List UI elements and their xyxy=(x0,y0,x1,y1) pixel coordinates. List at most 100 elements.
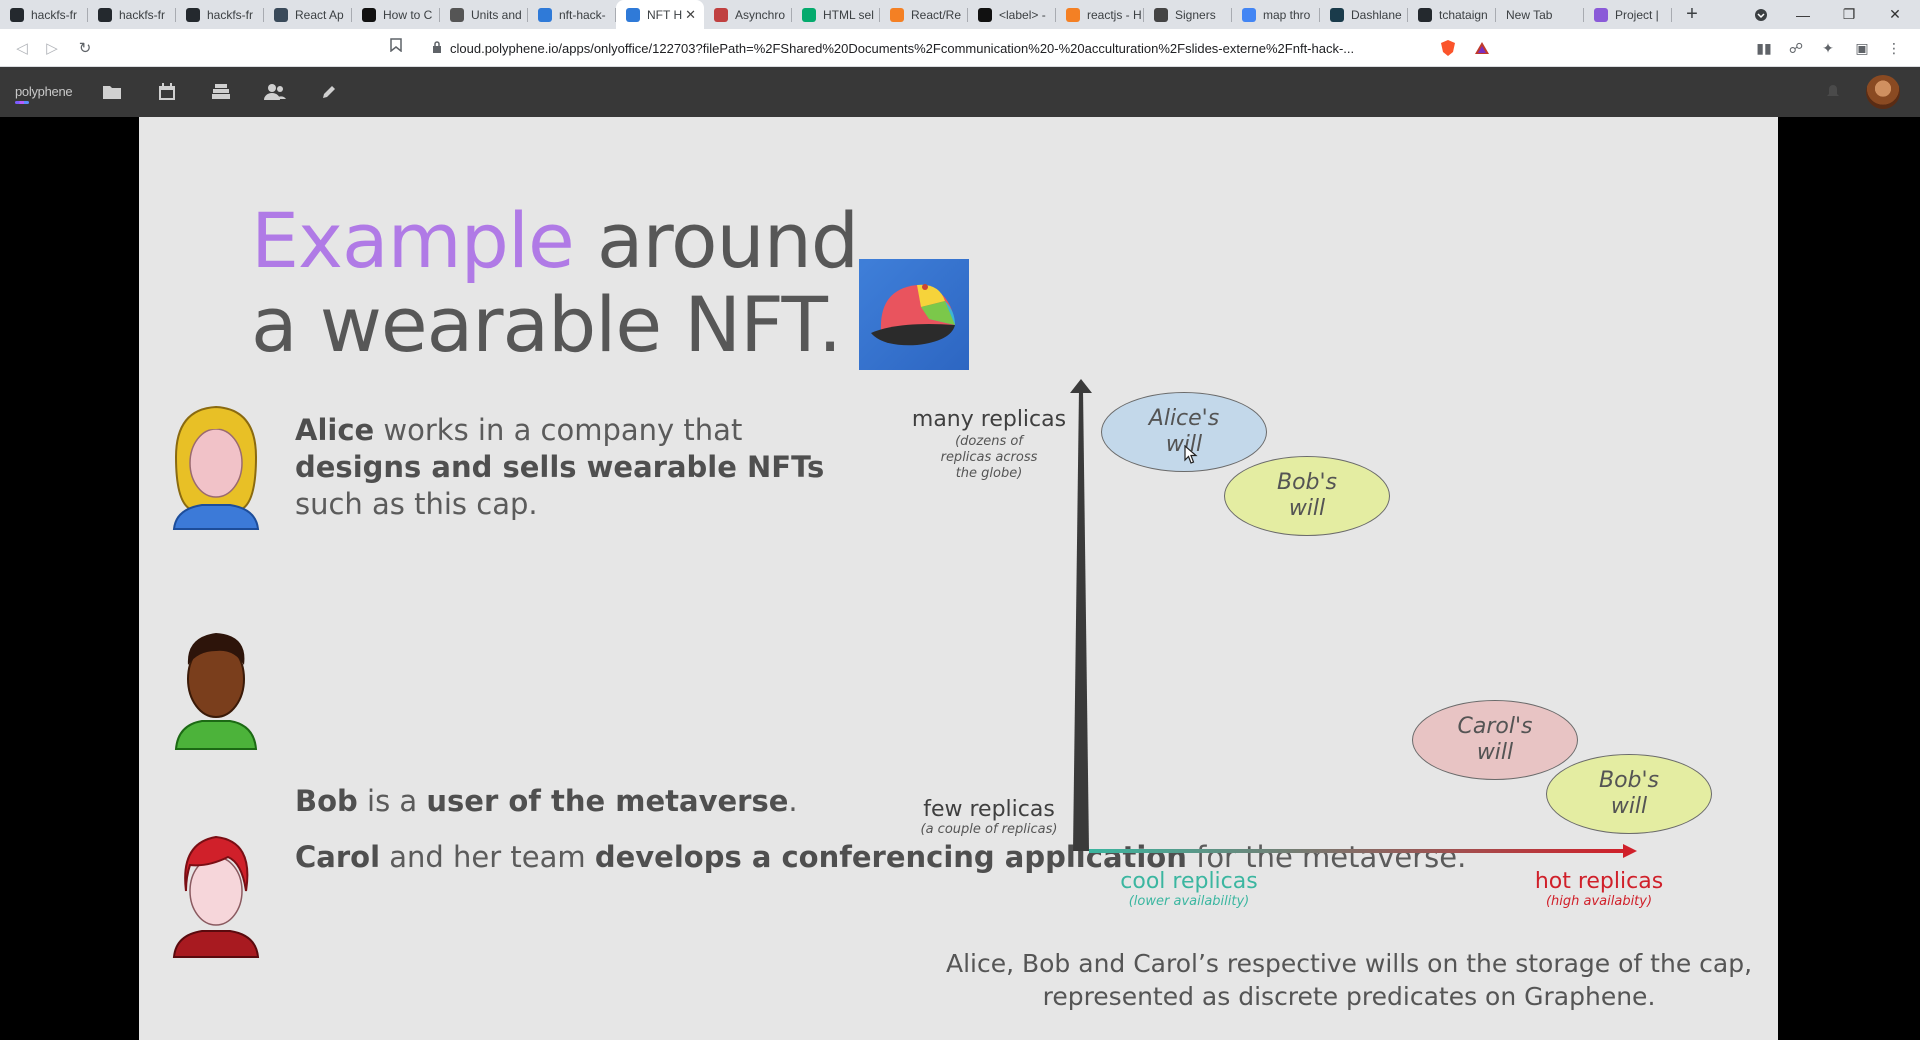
carol-avatar xyxy=(172,833,260,961)
dashlane-icon xyxy=(1330,7,1344,22)
x-left-label-text: cool replicas xyxy=(1120,869,1258,894)
bob-name: Bob xyxy=(295,784,358,818)
puzzle-icon[interactable]: ✦ xyxy=(1822,39,1834,56)
back-icon[interactable]: ◁ xyxy=(16,40,28,57)
w3schools-icon xyxy=(802,7,816,22)
browser-tab[interactable]: How to C xyxy=(352,0,440,29)
tab-search-icon[interactable] xyxy=(1738,0,1784,29)
close-tab-icon[interactable]: ✕ xyxy=(685,6,696,22)
tab-title: reactjs - H xyxy=(1087,7,1142,22)
address-bar[interactable]: cloud.polyphene.io/apps/onlyoffice/12270… xyxy=(412,33,1422,63)
browser-tab[interactable]: Dashlane xyxy=(1320,0,1408,29)
tab-title: hackfs-fr xyxy=(207,7,254,22)
bookmark-icon[interactable] xyxy=(390,38,406,58)
browser-tab[interactable]: map thro xyxy=(1232,0,1320,29)
browser-tab[interactable]: hackfs-fr xyxy=(0,0,88,29)
notifications-icon[interactable] xyxy=(1822,81,1844,103)
restore-icon[interactable]: ❐ xyxy=(1842,6,1856,22)
y-top-label-text: many replicas xyxy=(911,407,1067,432)
new-tab-button[interactable]: + xyxy=(1686,3,1698,25)
tab-title: nft-hack- xyxy=(559,7,606,22)
bob-text-2: user of the metaverse xyxy=(426,784,789,818)
github-icon xyxy=(186,7,200,22)
browser-tab[interactable]: Units and xyxy=(440,0,528,29)
menu-icon[interactable]: ⋮ xyxy=(1887,39,1901,56)
files-icon[interactable] xyxy=(101,81,123,103)
medium-icon xyxy=(362,7,376,22)
contacts-icon[interactable] xyxy=(264,81,286,103)
x-right-label-sub: (high availabity) xyxy=(1545,894,1653,909)
mouse-cursor-icon xyxy=(1184,445,1198,464)
carol-name: Carol xyxy=(295,840,381,874)
google-icon xyxy=(1242,7,1256,22)
replica-chart xyxy=(1070,379,1637,858)
tab-title: Units and xyxy=(471,7,522,22)
tab-title: NFT H xyxy=(647,7,683,22)
bob-will-low-label-2: will xyxy=(1610,794,1648,819)
tab-title: New Tab xyxy=(1506,7,1553,22)
title-highlight: Example xyxy=(251,196,575,285)
brave-rewards-icon[interactable] xyxy=(1472,38,1492,58)
carol-description: Carol and her team develops a conferenci… xyxy=(295,839,1466,876)
forward-icon[interactable]: ▷ xyxy=(46,40,58,57)
wallet-icon[interactable]: ▣ xyxy=(1855,39,1869,56)
onlyoffice-icon xyxy=(538,7,552,22)
tab-title: React Ap xyxy=(295,7,344,22)
browser-tab[interactable]: New Tab xyxy=(1496,0,1584,29)
user-avatar[interactable] xyxy=(1866,75,1900,109)
x-axis-arrow xyxy=(1623,844,1637,858)
browser-tab[interactable]: hackfs-fr xyxy=(176,0,264,29)
minimize-icon[interactable]: — xyxy=(1796,6,1810,23)
y-bottom-label: few replicas (a couple of replicas) xyxy=(899,797,1079,838)
bob-description: Bob is a user of the metaverse. xyxy=(295,783,798,820)
carol-will-label-1: Carol's xyxy=(1457,714,1533,739)
close-window-icon[interactable]: ✕ xyxy=(1889,6,1901,22)
y-axis-arrow xyxy=(1070,379,1092,393)
reload-icon[interactable]: ↻ xyxy=(78,40,92,57)
bob-will-high-label-2: will xyxy=(1288,496,1326,521)
brand-logo[interactable]: polyphene xyxy=(15,84,73,104)
browser-tab[interactable]: React Ap xyxy=(264,0,352,29)
cap-image xyxy=(859,259,969,370)
slide-caption: Alice, Bob and Carol’s respective wills … xyxy=(945,949,1753,1011)
browser-tab[interactable]: Asynchro xyxy=(704,0,792,29)
extension-dashlane-icon[interactable]: ▮▮ xyxy=(1756,39,1772,56)
stackoverflow-icon xyxy=(1066,7,1080,22)
browser-tab[interactable]: NFT H✕ xyxy=(616,0,704,29)
title-line-2: a wearable NFT. xyxy=(251,280,842,369)
browser-tab[interactable]: <label> - xyxy=(968,0,1056,29)
tab-title: Signers xyxy=(1175,7,1216,22)
extension-icon[interactable]: ☍ xyxy=(1788,39,1804,56)
browser-tab[interactable]: reactjs - H xyxy=(1056,0,1144,29)
x-left-label-sub: (lower availability) xyxy=(1128,894,1250,909)
deck-icon[interactable] xyxy=(210,81,232,103)
x-axis xyxy=(1089,849,1625,853)
bob-avatar xyxy=(172,625,260,753)
project-icon xyxy=(1594,7,1608,22)
y-top-label-sub: (dozens of replicas across the globe) xyxy=(940,434,1038,481)
alice-text-2: designs and sells wearable NFTs xyxy=(295,450,825,484)
browser-tab[interactable]: React/Re xyxy=(880,0,968,29)
pencil-icon[interactable] xyxy=(318,81,340,103)
tab-title: hackfs-fr xyxy=(31,7,78,22)
calendar-icon[interactable] xyxy=(156,81,178,103)
tab-title: hackfs-fr xyxy=(119,7,166,22)
browser-tab[interactable]: tchataign xyxy=(1408,0,1496,29)
carol-text-1: and her team xyxy=(380,840,595,874)
browser-tab[interactable]: nft-hack- xyxy=(528,0,616,29)
brave-shield-icon[interactable] xyxy=(1438,38,1458,58)
browser-tab[interactable]: Signers xyxy=(1144,0,1232,29)
alice-text-1: works in a company that xyxy=(374,413,743,447)
browser-tab[interactable]: hackfs-fr xyxy=(88,0,176,29)
tab-title: <label> - xyxy=(999,7,1046,22)
url-text: cloud.polyphene.io/apps/onlyoffice/12270… xyxy=(450,40,1355,56)
tab-title: tchataign xyxy=(1439,7,1488,22)
browser-tab[interactable]: Project | xyxy=(1584,0,1672,29)
doc-icon xyxy=(450,7,464,22)
bob-will-low-label-1: Bob's xyxy=(1598,768,1660,793)
react-icon xyxy=(274,7,288,22)
browser-tab[interactable]: HTML sel xyxy=(792,0,880,29)
tab-title: React/Re xyxy=(911,7,962,22)
